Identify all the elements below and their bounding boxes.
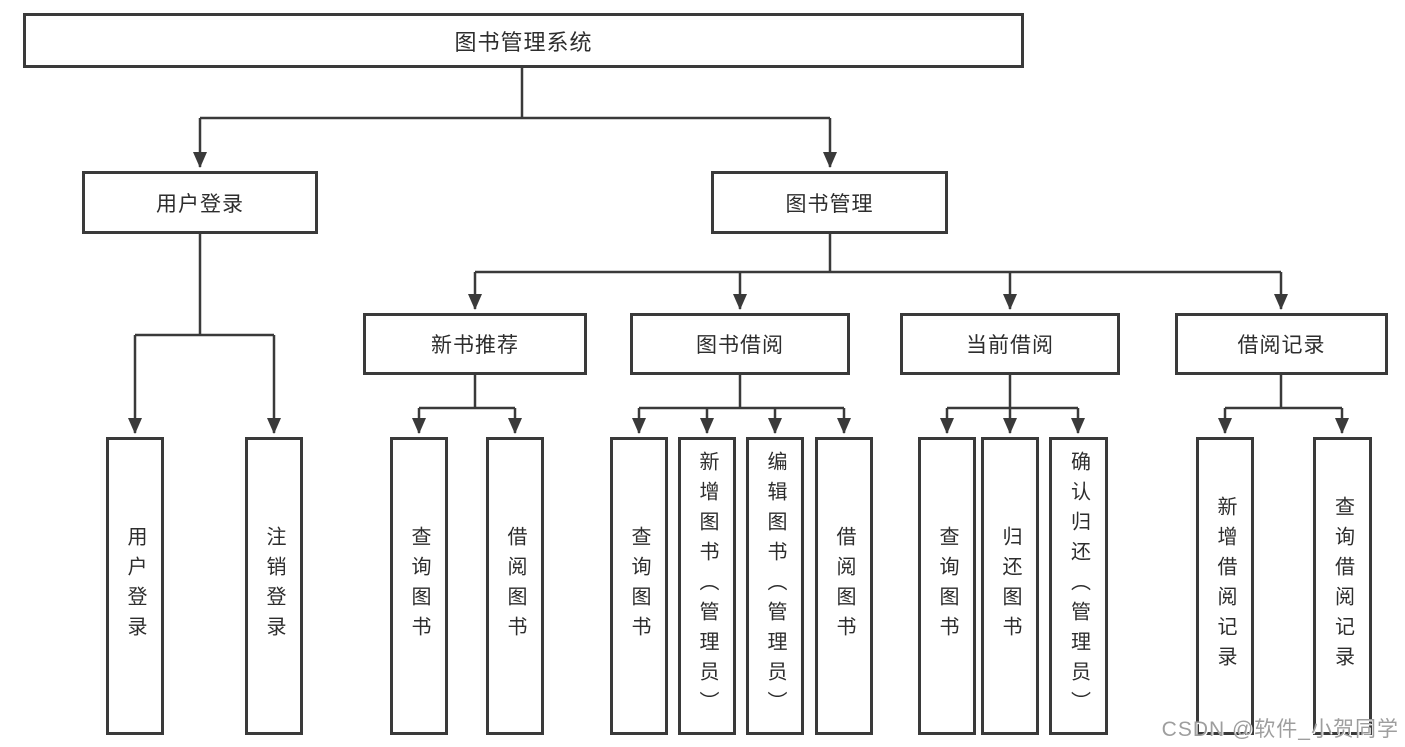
node-label: 借阅图书 (833, 526, 855, 646)
node-current-borrowing: 当前借阅 (900, 313, 1120, 375)
node-bb-query-books: 查询图书 (610, 437, 668, 735)
node-label: 图书借阅 (696, 334, 784, 357)
node-logout-login: 注销登录 (245, 437, 303, 735)
node-label: 编辑图书（管理员） (764, 451, 786, 721)
node-label: 查询图书 (628, 526, 650, 646)
node-label: 用户登录 (124, 526, 146, 646)
node-br-add-record: 新增借阅记录 (1196, 437, 1254, 735)
node-library-system: 图书管理系统 (23, 13, 1024, 68)
node-label: 图书管理系统 (454, 29, 593, 55)
node-br-query-record: 查询借阅记录 (1313, 437, 1372, 735)
node-label: 归还图书 (999, 526, 1021, 646)
node-label: 当前借阅 (966, 334, 1054, 357)
node-book-management: 图书管理 (711, 171, 948, 234)
node-label: 注销登录 (263, 526, 285, 646)
node-nbr-query-books: 查询图书 (390, 437, 448, 735)
node-label: 用户登录 (156, 192, 244, 216)
node-label: 新增借阅记录 (1214, 496, 1236, 676)
node-label: 确认归还（管理员） (1067, 451, 1090, 721)
node-bb-add-books: 新增图书（管理员） (678, 437, 736, 735)
node-cb-return-books: 归还图书 (981, 437, 1039, 735)
node-book-borrowing: 图书借阅 (630, 313, 850, 375)
node-user-login: 用户登录 (106, 437, 164, 735)
node-label: 图书管理 (785, 192, 874, 216)
node-new-book-recommend: 新书推荐 (363, 313, 587, 375)
csdn-watermark: CSDN @软件_小贺同学 (1161, 718, 1399, 741)
node-label: 借阅记录 (1237, 334, 1326, 357)
node-borrowing-records: 借阅记录 (1175, 313, 1388, 375)
node-label: 查询图书 (936, 526, 958, 646)
node-user-login-group: 用户登录 (82, 171, 318, 234)
node-bb-edit-books: 编辑图书（管理员） (746, 437, 804, 735)
node-label: 查询图书 (408, 526, 430, 646)
node-label: 新增图书（管理员） (696, 451, 718, 721)
node-cb-confirm-return: 确认归还（管理员） (1049, 437, 1108, 735)
node-label: 借阅图书 (504, 526, 526, 646)
node-label: 查询借阅记录 (1331, 496, 1354, 676)
node-label: 新书推荐 (431, 334, 519, 357)
node-cb-query-books: 查询图书 (918, 437, 976, 735)
node-nbr-borrow-books: 借阅图书 (486, 437, 544, 735)
node-bb-borrow-books: 借阅图书 (815, 437, 873, 735)
